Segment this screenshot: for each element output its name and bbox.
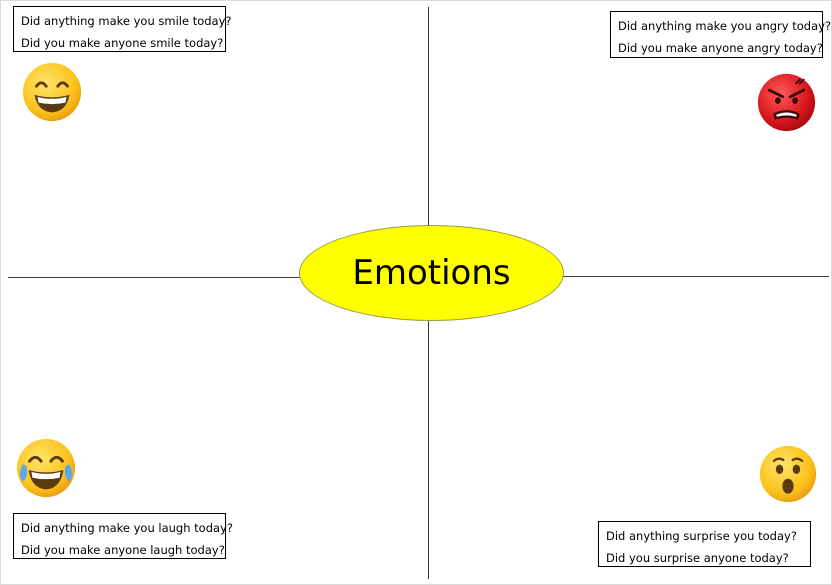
surprise-question-1: Did anything surprise you today? (606, 529, 797, 543)
page-title: Emotions (352, 253, 511, 293)
horizontal-divider-left (8, 277, 300, 278)
angry-question-1: Did anything make you angry today? (618, 19, 832, 33)
angry-question-2: Did you make anyone angry today? (618, 41, 823, 55)
vertical-divider-bottom (428, 321, 429, 579)
laugh-question-1: Did anything make you laugh today? (21, 521, 233, 535)
surprise-question-2: Did you surprise anyone today? (606, 551, 789, 565)
smile-question-1: Did anything make you smile today? (21, 14, 232, 28)
vertical-divider-top (428, 7, 429, 226)
surprise-question-box: Did anything surprise you today? Did you… (598, 521, 811, 567)
emotions-title-ellipse: Emotions (299, 225, 564, 321)
smile-question-box: Did anything make you smile today? Did y… (13, 6, 232, 52)
tears-of-joy-face-icon (15, 437, 77, 499)
grinning-face-icon (21, 61, 83, 123)
smile-question-2: Did you make anyone smile today? (21, 36, 224, 50)
angry-face-icon (756, 72, 817, 133)
surprised-face-icon (758, 444, 818, 504)
laugh-question-box: Did anything make you laugh today? Did y… (13, 513, 233, 559)
angry-question-box: Did anything make you angry today? Did y… (610, 11, 832, 58)
laugh-question-2: Did you make anyone laugh today? (21, 543, 225, 557)
horizontal-divider-right (563, 276, 829, 277)
